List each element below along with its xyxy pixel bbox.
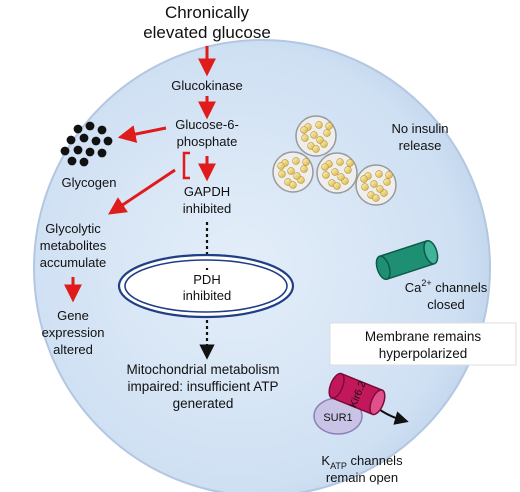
insulin-granule bbox=[300, 165, 308, 173]
insulin-granule bbox=[322, 171, 330, 179]
glycogen-dot bbox=[66, 135, 76, 145]
kir62-right-end bbox=[369, 389, 386, 416]
calcium-symbol: Ca bbox=[405, 280, 422, 295]
insulin-granule bbox=[375, 170, 383, 178]
insulin-granule bbox=[370, 180, 378, 188]
glycogen-dot bbox=[97, 148, 107, 158]
glycogen-dot bbox=[67, 156, 77, 166]
g6p-label-line-1: Glucose-6- bbox=[175, 117, 239, 132]
mitochondrion bbox=[117, 253, 295, 319]
glycogen-dot bbox=[79, 133, 89, 143]
no-insulin-label-line-2: release bbox=[399, 138, 442, 153]
kir62-subunit: Kir6.2 bbox=[328, 372, 386, 416]
glucokinase-label: Glucokinase bbox=[171, 78, 243, 93]
insulin-granule bbox=[385, 171, 393, 179]
arrow-g6p-to-glycolytic bbox=[108, 168, 176, 215]
insulin-granule bbox=[312, 145, 320, 153]
glycogen-dot bbox=[73, 124, 83, 134]
katp-label-line-1: KATP channels bbox=[321, 453, 403, 471]
glycogen-dot bbox=[85, 147, 95, 157]
insulin-vesicles bbox=[272, 115, 397, 206]
calcium-charge: 2+ bbox=[421, 278, 431, 288]
insulin-granule bbox=[333, 182, 341, 190]
calcium-channel-left-end bbox=[375, 255, 391, 281]
gene-label-line-3: altered bbox=[53, 342, 93, 357]
membrane-status-box bbox=[329, 322, 517, 366]
g6p-label-line-2: phosphate bbox=[177, 134, 238, 149]
glycogen-dot bbox=[73, 145, 83, 155]
insulin-granule bbox=[289, 181, 297, 189]
calcium-label-line-2: closed bbox=[427, 297, 465, 312]
glycolytic-label-line-1: Glycolytic bbox=[45, 221, 101, 236]
glycogen-dot bbox=[103, 136, 113, 146]
insulin-granule bbox=[315, 121, 323, 129]
katp-atp-subscript: ATP bbox=[330, 461, 347, 471]
kir62-left-end bbox=[328, 372, 345, 399]
insulin-granule bbox=[361, 183, 369, 191]
arrow-g6p-to-glycogen bbox=[117, 125, 167, 143]
insulin-granule bbox=[278, 170, 286, 178]
insulin-granule bbox=[344, 166, 352, 174]
insulin-granule bbox=[360, 175, 368, 183]
insulin-granule bbox=[316, 136, 324, 144]
glycogen-dot bbox=[79, 157, 89, 167]
gapdh-label-line-1: GAPDH bbox=[184, 184, 230, 199]
insulin-granule bbox=[383, 178, 391, 186]
mito-label-line-1: Mitochondrial metabolism bbox=[126, 362, 279, 377]
katp-channels-word: channels bbox=[347, 453, 403, 468]
pdh-label-line-1: PDH bbox=[193, 272, 220, 287]
red-arrows bbox=[64, 46, 216, 303]
glycogen-dot bbox=[91, 136, 101, 146]
title-line-2: elevated glucose bbox=[143, 23, 271, 42]
insulin-granule bbox=[372, 194, 380, 202]
insulin-granule bbox=[287, 167, 295, 175]
sur1-label: SUR1 bbox=[323, 412, 352, 424]
insulin-granule bbox=[376, 185, 384, 193]
gapdh-label-line-2: inhibited bbox=[183, 201, 231, 216]
insulin-granule bbox=[321, 163, 329, 171]
insulin-granule bbox=[331, 168, 339, 176]
insulin-granule bbox=[300, 126, 308, 134]
membrane-status-line-2: hyperpolarized bbox=[379, 346, 468, 361]
katp-k-symbol: K bbox=[321, 453, 330, 468]
glycogen-dot bbox=[85, 121, 95, 131]
gene-label-line-1: Gene bbox=[57, 308, 89, 323]
insulin-granule bbox=[301, 134, 309, 142]
glycogen-granules bbox=[60, 121, 113, 167]
title-line-1: Chronically bbox=[165, 3, 250, 22]
mito-label-line-2: impaired: insufficient ATP bbox=[127, 379, 278, 394]
calcium-channels-word: channels bbox=[432, 280, 488, 295]
insulin-granule bbox=[337, 173, 345, 181]
mitochondrion-inner-membrane bbox=[124, 259, 288, 313]
insulin-granule bbox=[292, 157, 300, 165]
calcium-label-line-1: Ca2+ channels bbox=[405, 278, 488, 295]
insulin-granule bbox=[293, 172, 301, 180]
glycogen-label: Glycogen bbox=[62, 175, 117, 190]
insulin-granule bbox=[336, 158, 344, 166]
glycogen-dot bbox=[60, 146, 70, 156]
mito-label-line-3: generated bbox=[173, 396, 234, 411]
inhibition-bracket bbox=[182, 151, 190, 180]
insulin-granule bbox=[323, 129, 331, 137]
pdh-label-line-2: inhibited bbox=[183, 288, 231, 303]
gene-label-line-2: expression bbox=[42, 325, 105, 340]
insulin-granule bbox=[310, 131, 318, 139]
glycogen-dot bbox=[97, 125, 107, 135]
no-insulin-label-line-1: No insulin bbox=[391, 121, 448, 136]
glycolytic-label-line-3: accumulate bbox=[40, 255, 106, 270]
insulin-granule bbox=[346, 159, 354, 167]
insulin-granule bbox=[302, 158, 310, 166]
insulin-granule bbox=[277, 162, 285, 170]
katp-channel: SUR1 Kir6.2 bbox=[313, 372, 409, 435]
insulin-granule bbox=[325, 122, 333, 130]
membrane-status-line-1: Membrane remains bbox=[365, 329, 482, 344]
katp-label-line-2: remain open bbox=[326, 470, 398, 485]
glycolytic-label-line-2: metabolites bbox=[40, 238, 107, 253]
calcium-channel bbox=[375, 239, 439, 281]
